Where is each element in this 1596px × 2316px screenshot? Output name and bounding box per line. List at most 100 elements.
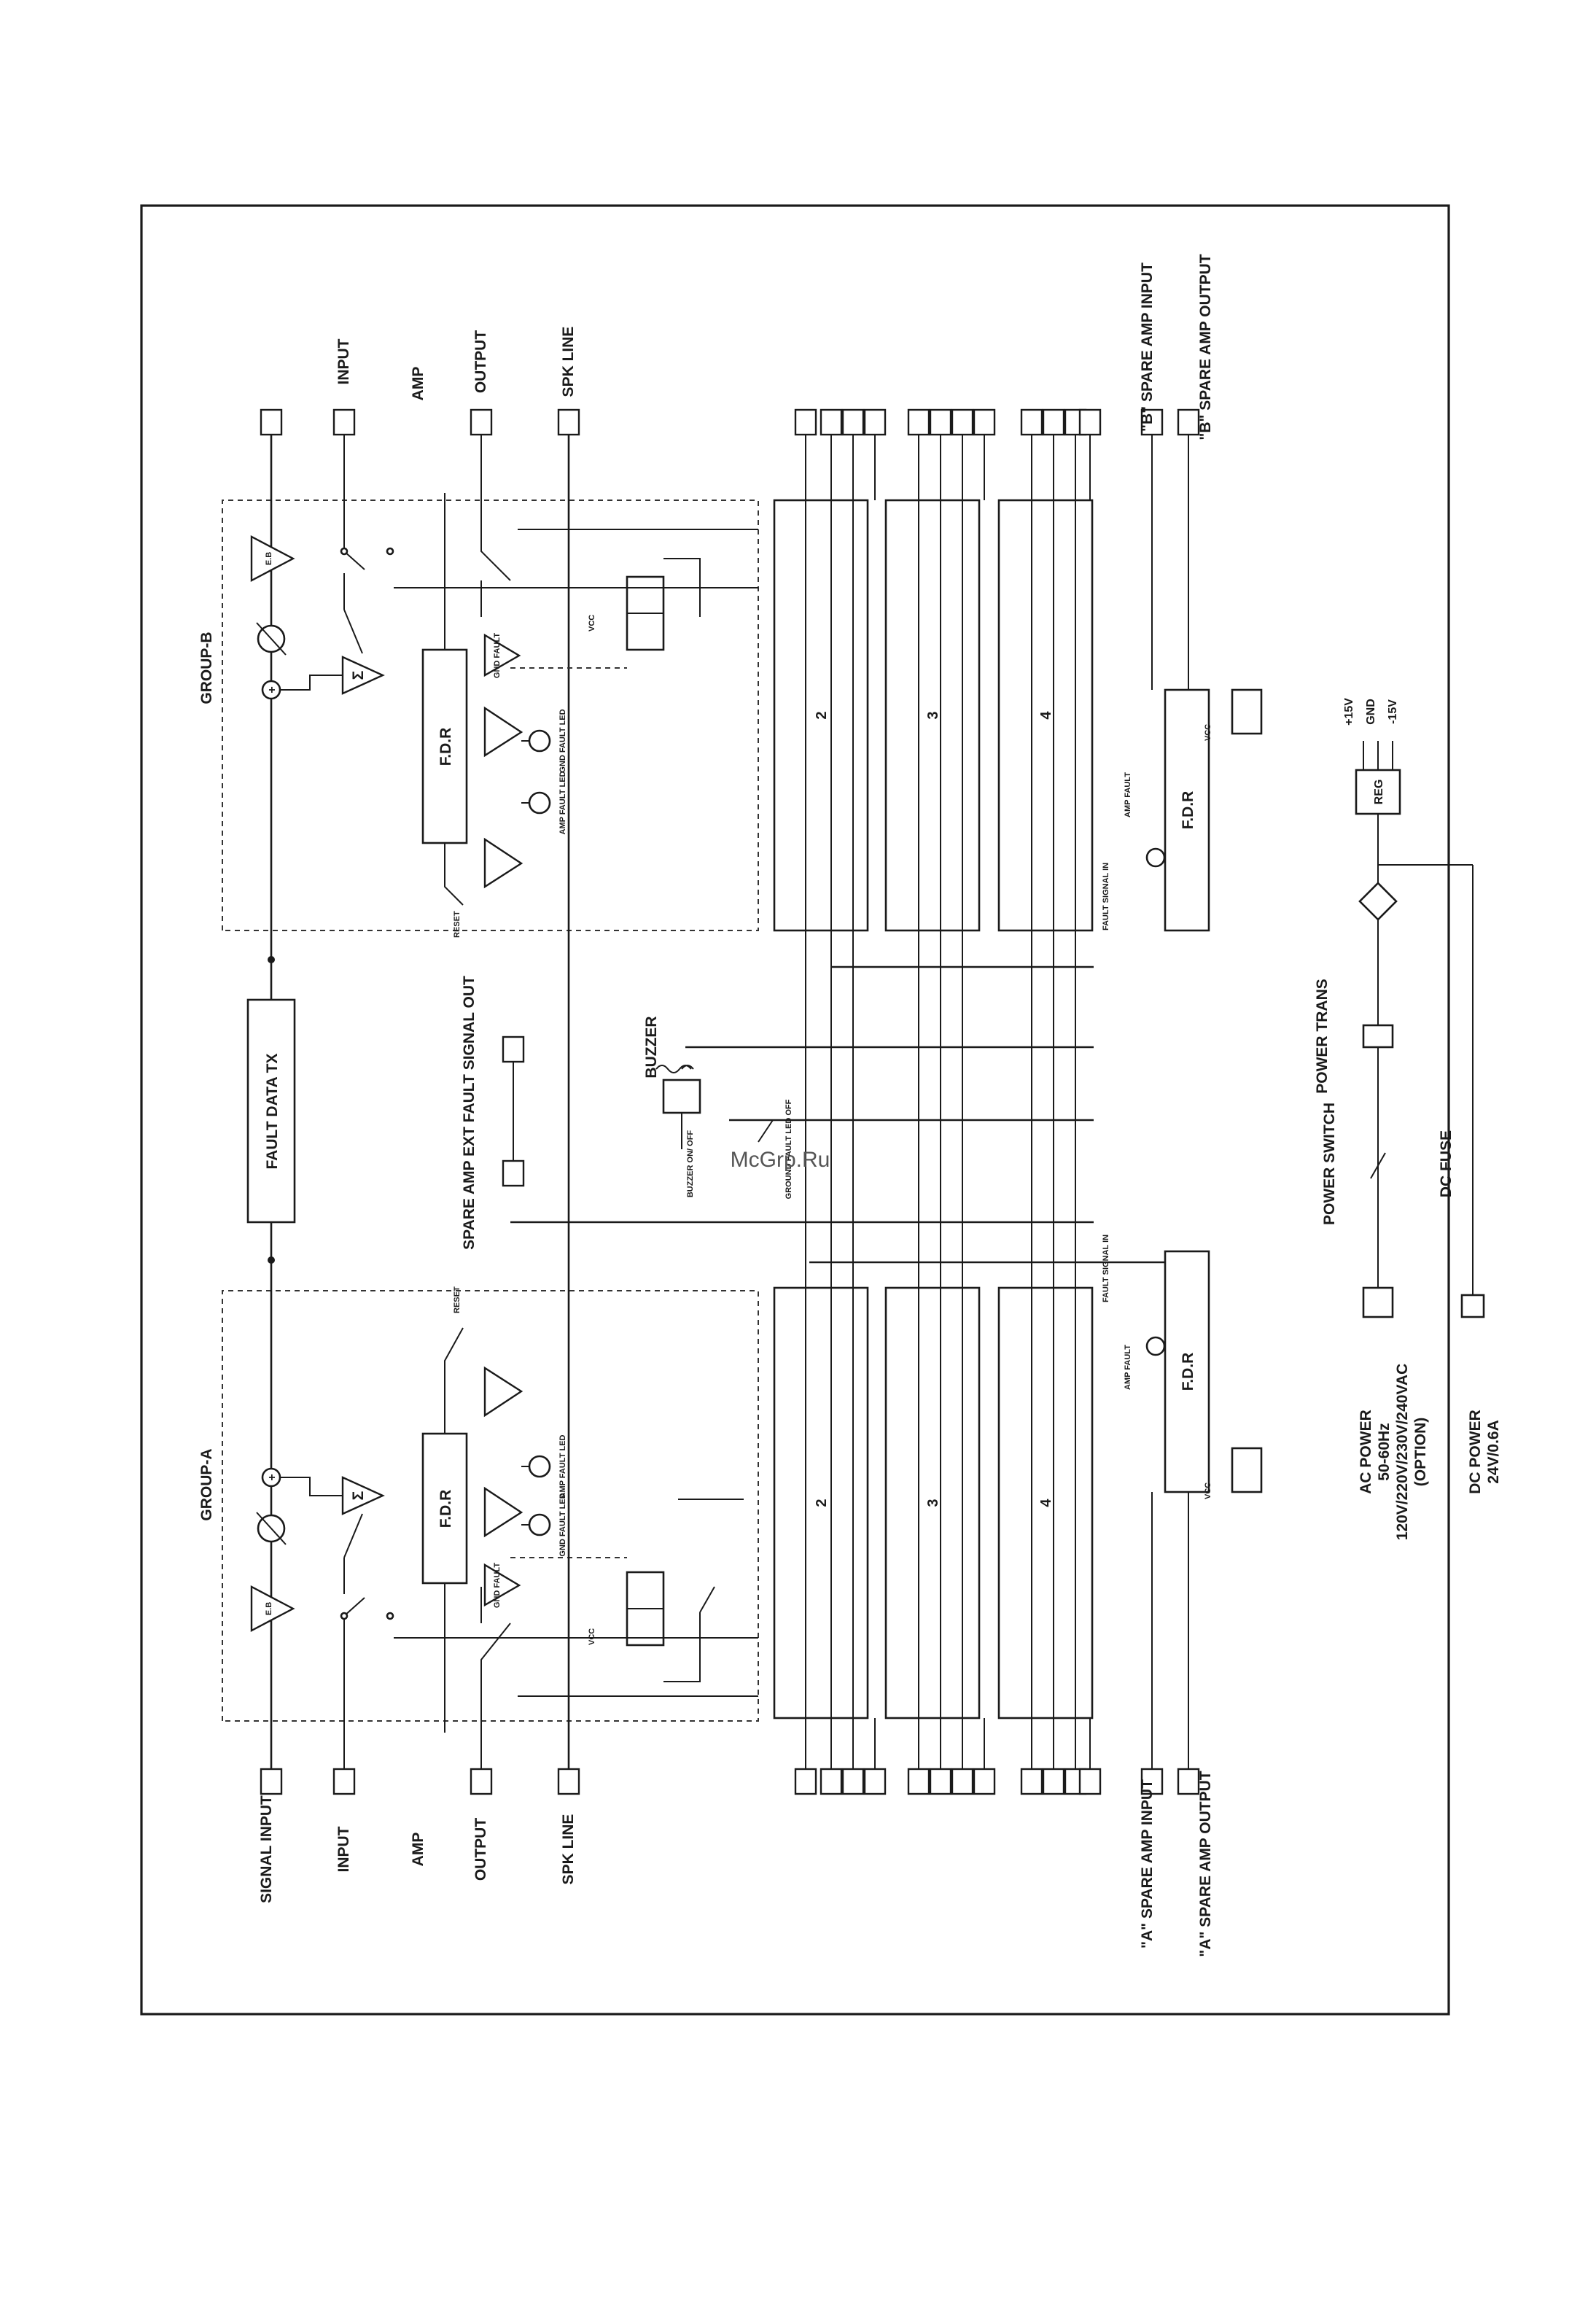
group-a-summing-plus: + bbox=[266, 1474, 279, 1480]
group-a-block-output-terminal[interactable] bbox=[951, 1768, 974, 1795]
group-b-block-output-terminal[interactable] bbox=[820, 408, 843, 436]
switch-contact bbox=[386, 547, 394, 556]
group-a-volume-arrow bbox=[256, 1512, 287, 1545]
group-a-block-2-label: 2 bbox=[814, 1499, 830, 1507]
spare-amp-ext-terminal-a[interactable] bbox=[502, 1159, 525, 1187]
minus15-label: -15V bbox=[1387, 699, 1399, 724]
group-a-eb-label: E.B bbox=[265, 1602, 273, 1615]
ac-option-label: (OPTION) bbox=[1412, 1418, 1429, 1487]
group-b-block-output-terminal[interactable] bbox=[951, 408, 974, 436]
group-b-block-terminals bbox=[794, 408, 1102, 500]
spare-a-output-label: "A" SPARE AMP OUTPUT bbox=[1197, 1771, 1214, 1956]
group-b-signal-terminal[interactable] bbox=[260, 408, 283, 436]
group-b-block-2 bbox=[773, 499, 869, 932]
spare-a-amp-fault-led bbox=[1145, 1336, 1166, 1356]
group-b-block-output-terminal[interactable] bbox=[907, 408, 930, 436]
group-b-terminals bbox=[260, 408, 580, 436]
group-a-reset-label: RESET bbox=[453, 1286, 462, 1313]
gnd-led-switch[interactable] bbox=[758, 1119, 774, 1143]
switch-contact bbox=[386, 1612, 394, 1620]
amp-output-terminal-a[interactable] bbox=[470, 1768, 493, 1795]
spk-line-label-a: SPK LINE bbox=[560, 1814, 577, 1885]
group-a-channel-blocks: 2 3 4 bbox=[773, 1286, 1094, 1719]
group-b-amp-lower bbox=[483, 837, 523, 889]
group-b-block-output-terminal[interactable] bbox=[863, 408, 887, 436]
plus15-label: +15V bbox=[1343, 698, 1355, 726]
dc-power-label: DC POWER bbox=[1467, 1410, 1484, 1494]
group-a-block-output-terminal[interactable] bbox=[1078, 1768, 1102, 1795]
group-a-block-4-label: 4 bbox=[1038, 1499, 1054, 1507]
signal-input-label: SIGNAL INPUT bbox=[258, 1795, 275, 1903]
dc-inlet[interactable] bbox=[1460, 1294, 1485, 1318]
gnd-led-off-label[interactable]: GROUND FAULT LED OFF bbox=[785, 1099, 793, 1199]
spare-b-output-terminal[interactable] bbox=[1177, 408, 1200, 436]
group-b-eb-label: E.B bbox=[265, 552, 273, 565]
power-switch-label: POWER SWITCH bbox=[1321, 1103, 1338, 1225]
buzzer-sound-wave bbox=[655, 1065, 692, 1073]
group-b-block-output-terminal[interactable] bbox=[794, 408, 817, 436]
amp-output-terminal-b[interactable] bbox=[470, 408, 493, 436]
group-a-block-output-terminal[interactable] bbox=[973, 1768, 996, 1795]
signal-input-terminal[interactable] bbox=[260, 1768, 283, 1795]
spare-b-relay bbox=[1231, 688, 1263, 735]
wire bbox=[444, 843, 464, 906]
group-a-block-output-terminal[interactable] bbox=[1020, 1768, 1043, 1795]
spare-b-input-terminal[interactable] bbox=[1140, 408, 1164, 436]
junction-dot bbox=[268, 1256, 275, 1264]
spare-a-output-terminal[interactable] bbox=[1177, 1768, 1200, 1795]
group-b-eb-amplifier bbox=[250, 535, 295, 582]
group-b-block-3-label: 3 bbox=[925, 711, 941, 719]
group-b-amp-middle bbox=[483, 706, 523, 758]
group-a-amp-upper bbox=[483, 1366, 523, 1418]
group-a-amp-fault-led bbox=[528, 1455, 551, 1478]
group-b-block-4-label: 4 bbox=[1038, 711, 1054, 720]
group-b-block-output-terminal[interactable] bbox=[841, 408, 865, 436]
group-a-block-output-terminal[interactable] bbox=[841, 1768, 865, 1795]
spare-a-fdr-label: F.D.R bbox=[1180, 1353, 1196, 1391]
group-a-block-output-terminal[interactable] bbox=[907, 1768, 930, 1795]
group-b-block-4 bbox=[997, 499, 1094, 932]
spare-a-vcc-label: VCC bbox=[1204, 1483, 1212, 1499]
group-a-block-terminals bbox=[794, 1718, 1102, 1795]
wire bbox=[699, 1586, 715, 1613]
buzzer-body bbox=[662, 1079, 701, 1114]
spk-line-terminal-b[interactable] bbox=[557, 408, 580, 436]
group-a-block-output-terminal[interactable] bbox=[863, 1768, 887, 1795]
dc-rating-label: 24V/0.6A bbox=[1485, 1420, 1502, 1484]
amp-input-label-b: INPUT bbox=[335, 338, 352, 384]
group-a-block-output-terminal[interactable] bbox=[820, 1768, 843, 1795]
ac-inlet[interactable] bbox=[1362, 1286, 1394, 1318]
spk-line-terminal-a[interactable] bbox=[557, 1768, 580, 1795]
group-a-block-output-terminal[interactable] bbox=[929, 1768, 952, 1795]
group-a-block-3 bbox=[884, 1286, 981, 1719]
amp-input-terminal-a[interactable] bbox=[332, 1768, 356, 1795]
group-a-block-output-terminal[interactable] bbox=[794, 1768, 817, 1795]
group-b-block-2-label: 2 bbox=[814, 711, 830, 719]
group-a-eb-amplifier bbox=[250, 1585, 295, 1632]
buzzer-switch-label[interactable]: BUZZER ON/ OFF bbox=[686, 1130, 695, 1198]
group-b-block-output-terminal[interactable] bbox=[973, 408, 996, 436]
group-b-block-output-terminal[interactable] bbox=[1042, 408, 1065, 436]
spare-a-amp-fault-label: AMP FAULT bbox=[1124, 1345, 1132, 1390]
wire bbox=[480, 435, 511, 581]
group-b-block-output-terminal[interactable] bbox=[1078, 408, 1102, 436]
power-switch[interactable] bbox=[1370, 1152, 1386, 1179]
wire bbox=[480, 1623, 511, 1711]
group-a-gnd-fault-label: GND FAULT bbox=[493, 1563, 502, 1608]
junction-dot bbox=[268, 956, 275, 963]
group-b-block-output-terminal[interactable] bbox=[929, 408, 952, 436]
spare-amp-ext-terminal-b[interactable] bbox=[502, 1035, 525, 1063]
spare-a-input-terminal[interactable] bbox=[1140, 1768, 1164, 1795]
wire bbox=[343, 609, 363, 654]
buzzer-sound-wave bbox=[681, 1065, 694, 1070]
group-b-block-output-terminal[interactable] bbox=[1020, 408, 1043, 436]
amp-input-terminal-b[interactable] bbox=[332, 408, 356, 436]
ac-volts-label: 120V/220V/230V/240VAC bbox=[1394, 1364, 1411, 1540]
spare-b-vcc-label: VCC bbox=[1204, 724, 1212, 741]
ac-power-label: AC POWER bbox=[1358, 1410, 1374, 1494]
group-b-gnd-fault-led bbox=[528, 729, 551, 753]
group-a-block-output-terminal[interactable] bbox=[1042, 1768, 1065, 1795]
wire bbox=[343, 1513, 363, 1558]
group-b-title: GROUP-B bbox=[198, 632, 215, 704]
